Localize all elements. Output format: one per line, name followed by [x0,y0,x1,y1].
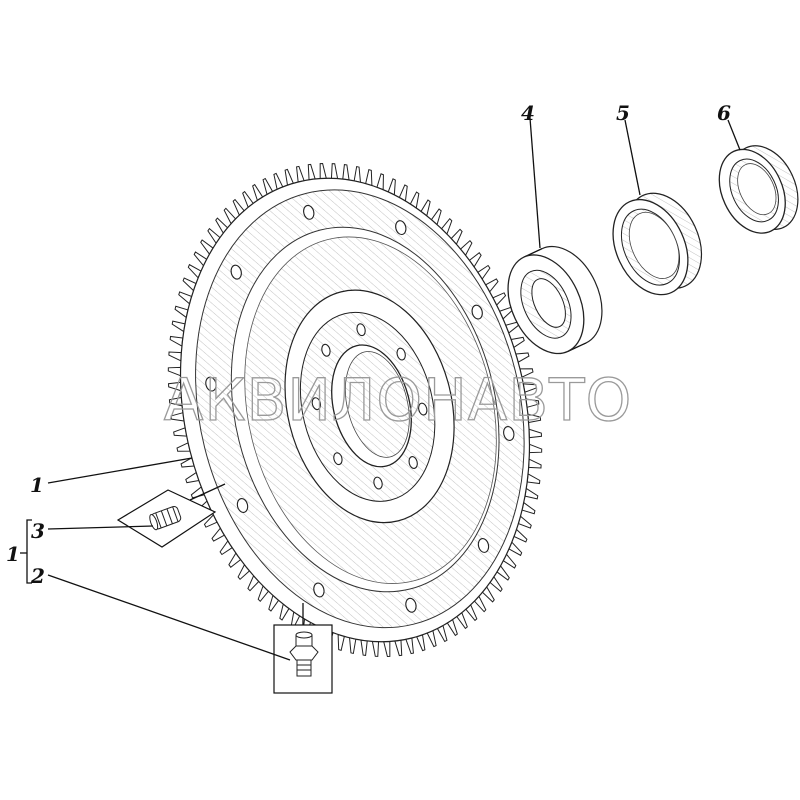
leader-line-3 [47,525,154,530]
threaded-pin-icon [149,505,182,531]
gear-tooth [371,640,380,657]
assembly-bracket [26,519,32,584]
flange-bolt-hole [503,426,515,441]
hub-bore-inner [345,351,410,458]
hub-bolt-hole [418,402,428,416]
gear-tooth [284,168,294,186]
hub-bolt-hole [321,343,331,357]
gear-tooth [330,163,339,180]
flange-bolt-hole [405,597,417,613]
pin-inset [116,483,226,548]
flange-bolt-hole [395,220,407,236]
hub-bolt-hole [333,452,343,466]
flywheel-ring-gear [167,162,543,658]
leader-line-5 [624,119,641,196]
callout-6: 6 [717,101,731,125]
gear-tooth [307,163,316,181]
flange-bolt-hole [471,304,483,320]
gear-tooth [319,162,327,180]
leader-line-6 [727,119,741,151]
hub-bolt-hole [396,347,406,361]
spacer-ring [612,192,703,296]
callout-5: 5 [616,101,630,125]
flange-bolt-hole [477,538,490,553]
callout-3: 3 [31,519,45,543]
gear-tooth [296,165,305,183]
callout-1: 1 [30,473,44,497]
flange-bolt-hole [313,582,325,598]
hub-bolt-hole [311,397,322,411]
hub-bolt-hole [408,456,418,469]
leader-line-1 [47,457,193,484]
gear-tooth [416,634,426,652]
watermark: АКВИЛОНАВТО [164,366,632,434]
gear-tooth [394,639,403,657]
leader-line-2 [47,574,291,661]
leader-line-4 [529,117,541,249]
fitting-inset [273,603,333,694]
oil-seal [718,145,799,234]
flange-bolt-hole [230,264,242,280]
flange-bolt-hole [205,376,217,392]
bolt-holes [205,204,515,613]
callout-assembly-1: 1 [6,542,20,566]
flange-bolt-hole [236,498,249,513]
flange-bolt-hole [303,204,315,220]
grease-fitting-icon [289,631,319,677]
ball-bearing [507,245,603,355]
gear-tooth [383,640,391,658]
gear-tooth [405,637,414,655]
callout-2: 2 [30,564,45,588]
hub-bolt-hole [373,476,383,490]
hub-bolt-hole [356,323,366,337]
callout-4: 4 [521,101,535,125]
